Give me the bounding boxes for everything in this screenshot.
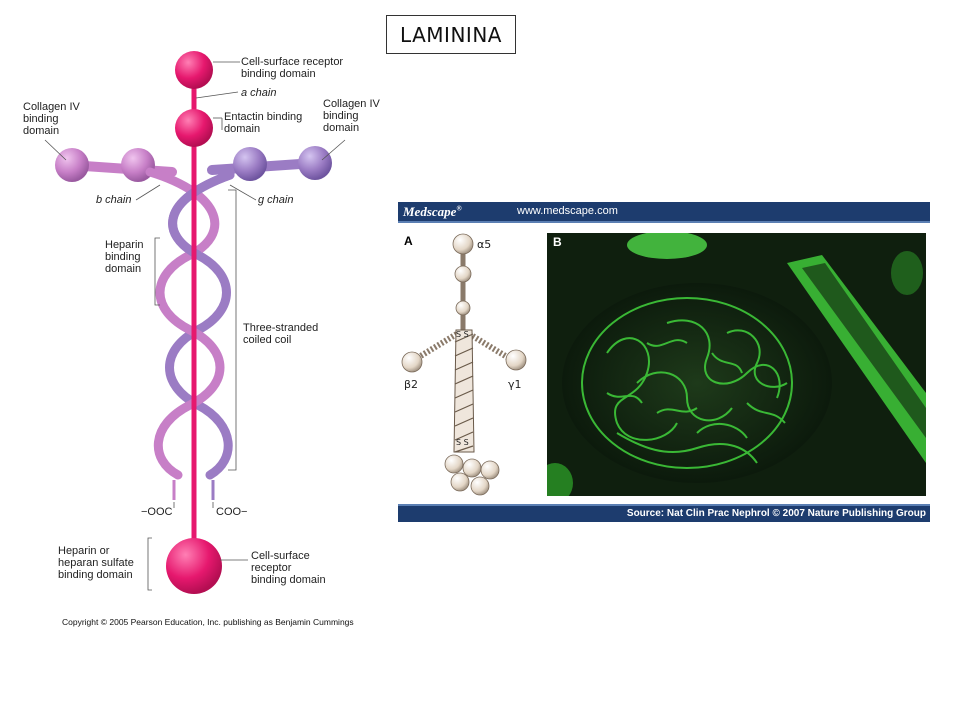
- medscape-header: Medscape® www.medscape.com: [398, 202, 930, 223]
- gamma1-label: γ1: [508, 378, 522, 391]
- panel-a-label: A: [404, 234, 413, 248]
- label-ooc: −OOC: [141, 506, 173, 518]
- beta2-label: β2: [404, 378, 419, 391]
- micrograph-image: [547, 233, 926, 496]
- source-citation: Source: Nat Clin Prac Nephrol © 2007 Nat…: [626, 508, 926, 519]
- panel-b-label: B: [553, 235, 562, 249]
- medscape-url: www.medscape.com: [517, 205, 618, 217]
- laminin-structure-diagram: [44, 51, 346, 594]
- alpha5-label: α5: [477, 238, 492, 251]
- medscape-figure: Medscape® www.medscape.com A: [398, 202, 930, 522]
- label-g-chain: g chain: [258, 194, 294, 206]
- slide-title: LAMININA: [386, 15, 516, 54]
- g-chain-arm: [207, 146, 332, 181]
- label-coo: COO−: [216, 506, 248, 518]
- disulfide-label-bottom: S S: [456, 438, 469, 447]
- copyright-text: Copyright © 2005 Pearson Education, Inc.…: [62, 617, 354, 627]
- label-a-chain: a chain: [241, 87, 277, 99]
- laminin-schematic: [401, 233, 527, 496]
- disulfide-label-top: S S: [456, 330, 469, 339]
- fluorescence-micrograph: [547, 233, 926, 496]
- label-b-chain: b chain: [96, 194, 132, 206]
- a-chain: [166, 51, 222, 594]
- medscape-footer: Source: Nat Clin Prac Nephrol © 2007 Nat…: [398, 504, 930, 522]
- coiled-coil: [145, 167, 235, 480]
- medscape-logo: Medscape®: [403, 204, 462, 219]
